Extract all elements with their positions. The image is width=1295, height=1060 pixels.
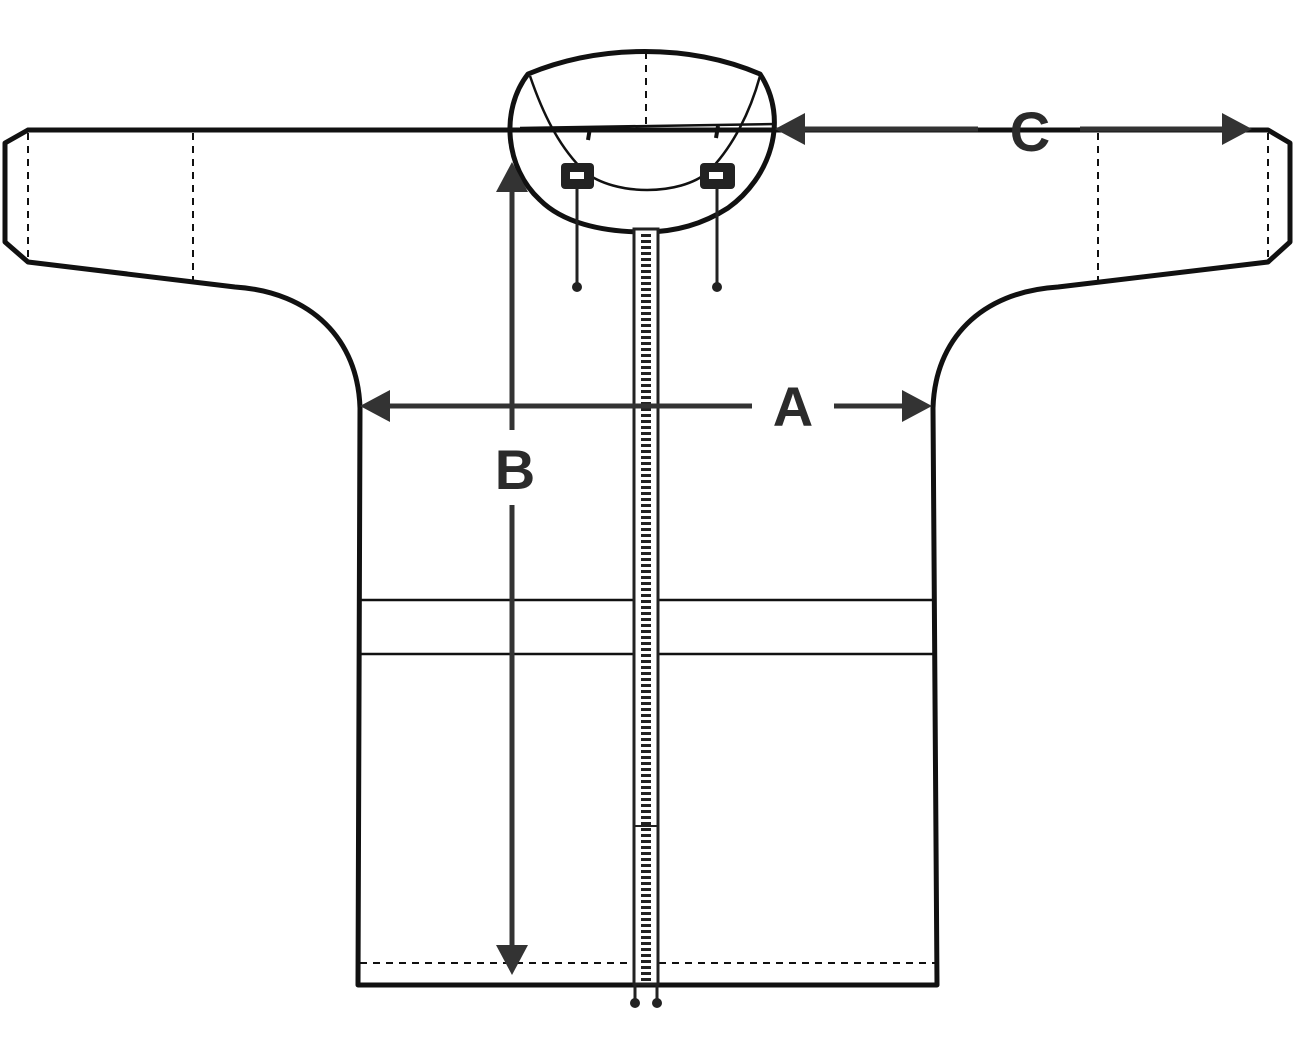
right-toggle-hole — [709, 172, 723, 179]
measure-c-arrow — [775, 113, 1252, 145]
label-b: B — [495, 438, 535, 501]
label-c: C — [1010, 100, 1050, 163]
hood-tab-right — [714, 125, 720, 139]
left-toggle-hole — [570, 172, 584, 179]
zipper-pull-left-end — [630, 998, 640, 1008]
label-a: A — [773, 375, 813, 438]
zipper-pull-right-end — [652, 998, 662, 1008]
hood-outline — [507, 49, 777, 235]
hood-tab-left — [586, 127, 592, 141]
hood-opening — [528, 75, 762, 192]
zipper — [632, 227, 660, 986]
right-cord-end — [712, 282, 722, 292]
left-cord-end — [572, 282, 582, 292]
hood-brim-line — [519, 122, 776, 130]
measure-a-arrow — [360, 390, 932, 422]
measure-b-arrow — [496, 162, 528, 975]
